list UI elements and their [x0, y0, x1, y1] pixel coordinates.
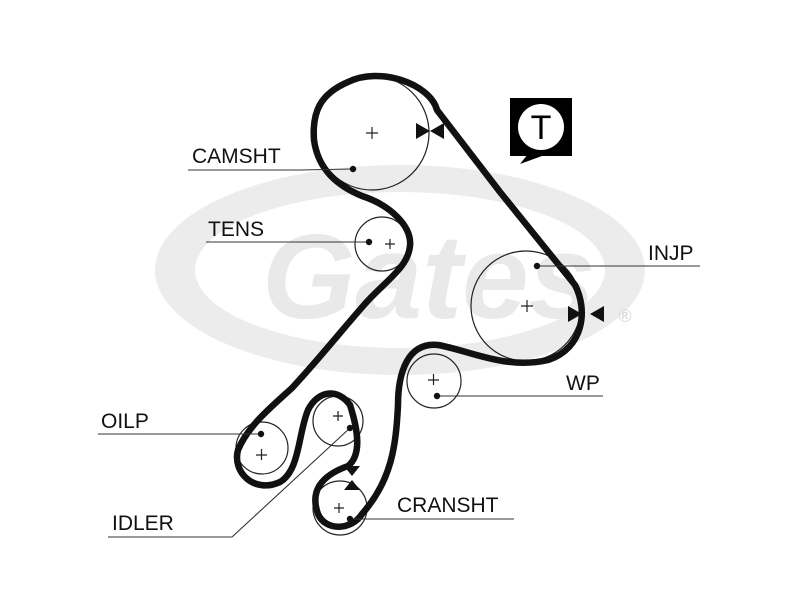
oil-pump-pulley: [235, 421, 289, 475]
injection-pump-leader-dot: [533, 262, 541, 270]
idler-center-mark: [333, 411, 343, 421]
water-pump-leader-dot: [433, 392, 441, 400]
timing-belt: [233, 72, 585, 530]
oil-pump-label: OILP: [101, 410, 149, 433]
injection-pump-center-mark: [521, 300, 533, 312]
injection-pump-timing-mark: [568, 306, 604, 322]
svg-text:Gates: Gates: [262, 210, 596, 344]
tensioner-center-mark: [385, 239, 395, 249]
water-pump-center-mark: [428, 374, 439, 385]
camshaft-leader: [188, 168, 353, 171]
crankshaft-center-mark: [334, 503, 344, 513]
water-pump-label: WP: [566, 372, 600, 395]
oil-pump-center-mark: [256, 449, 267, 460]
crankshaft-leader-dot: [346, 515, 354, 523]
camshaft-center-mark: [366, 127, 378, 139]
crankshaft-label: CRANSHT: [397, 494, 499, 517]
oil-pump-leader-dot: [257, 430, 265, 438]
tensioner-leader-dot: [365, 238, 373, 246]
svg-text:®: ®: [618, 306, 632, 326]
tensioner-label: TENS: [208, 218, 264, 241]
camshaft-label: CAMSHT: [192, 145, 281, 168]
injection-pump-label: INJP: [648, 242, 694, 265]
svg-text:T: T: [531, 109, 552, 147]
crankshaft-timing-mark: [344, 466, 360, 490]
idler-leader: [108, 427, 351, 538]
idler-label: IDLER: [112, 512, 174, 535]
camshaft-leader-dot: [349, 165, 357, 173]
tensioner-badge: T: [510, 98, 572, 164]
water-pump-pulley: [406, 353, 462, 409]
idler-leader-dot: [346, 424, 354, 432]
camshaft-timing-mark: [416, 123, 444, 139]
